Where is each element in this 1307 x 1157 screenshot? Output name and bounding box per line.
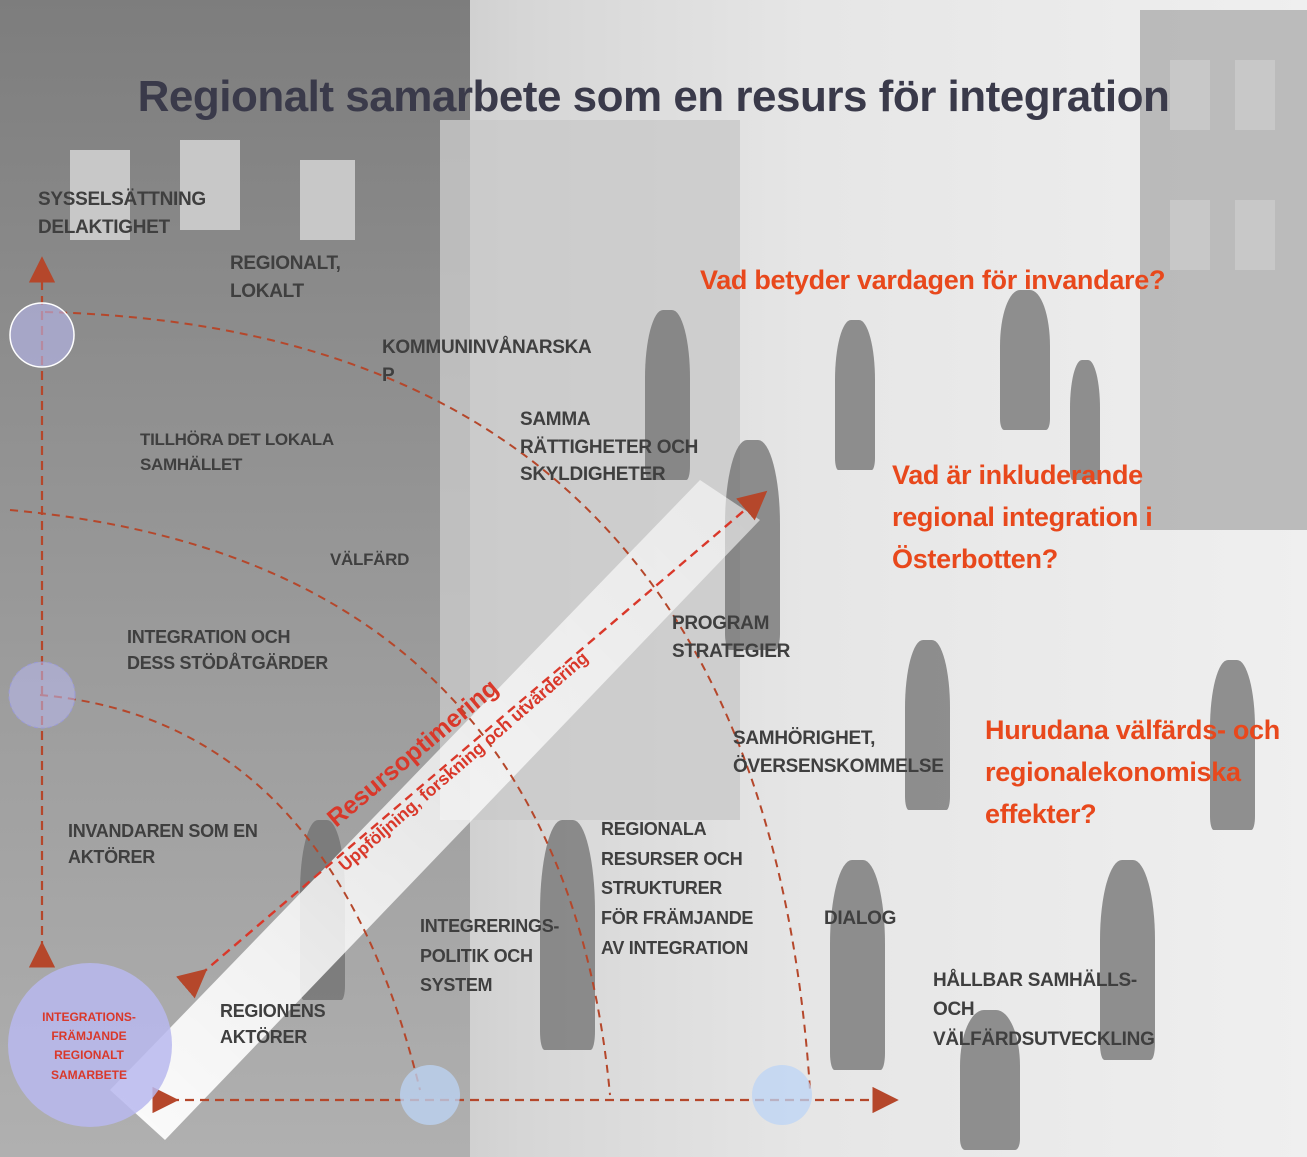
label-invandaren: INVANDAREN SOM EN AKTÖRER xyxy=(68,821,258,868)
question-vardagen: Vad betyder vardagen för invandare? xyxy=(700,265,1166,295)
label-integration-stod: INTEGRATION OCH DESS STÖDÅTGÄRDER xyxy=(127,627,328,674)
circle-origin xyxy=(8,963,172,1127)
label-valfard: VÄLFÄRD xyxy=(330,550,410,569)
label-kommuninvanarskap: KOMMUNINVÅNARSKA P xyxy=(382,337,592,386)
circle-top xyxy=(9,302,75,368)
label-dialog: DIALOG xyxy=(824,908,897,929)
page-title: Regionalt samarbete som en resurs för in… xyxy=(137,72,1170,121)
circle-middle xyxy=(8,661,76,729)
label-hallbar: HÅLLBAR SAMHÄLLS- OCH VÄLFÄRDSUTVECKLING xyxy=(933,970,1155,1050)
label-tillhora: TILLHÖRA DET LOKALA SAMHÄLLET xyxy=(140,430,334,474)
origin-circle-label: INTEGRATIONS- FRÄMJANDE REGIONALT SAMARB… xyxy=(42,1010,136,1082)
label-integrerings: INTEGRERINGS- POLITIK OCH SYSTEM xyxy=(420,916,560,996)
question-inkluderande: Vad är inkluderande regional integration… xyxy=(892,460,1153,574)
arc-3 xyxy=(44,311,811,1091)
label-sysselsattning: SYSSELSÄTTNING DELAKTIGHET xyxy=(38,189,206,238)
circle-bottom-1 xyxy=(400,1065,460,1125)
label-regionala-resurser: REGIONALA RESURSER OCH STRUKTURER FÖR FR… xyxy=(601,819,754,958)
question-valfards-effekter: Hurudana välfärds- och regionalekonomisk… xyxy=(985,715,1280,829)
circle-bottom-2 xyxy=(752,1065,812,1125)
label-samhorighet: SAMHÖRIGHET, ÖVERSENSKOMMELSE xyxy=(733,728,944,777)
label-samma-rattigheter: SAMMA RÄTTIGHETER OCH SKYLDIGHETER xyxy=(520,409,699,486)
label-regionalt-lokalt: REGIONALT, LOKALT xyxy=(230,253,341,302)
label-regionens: REGIONENS AKTÖRER xyxy=(220,1001,326,1048)
background-building-right xyxy=(1140,10,1307,530)
uppfoljning-text: Uppföljning, forskning och utvärdering xyxy=(335,648,592,875)
label-program: PROGRAM STRATEGIER xyxy=(672,613,791,662)
diagonal-arrow xyxy=(176,490,768,999)
